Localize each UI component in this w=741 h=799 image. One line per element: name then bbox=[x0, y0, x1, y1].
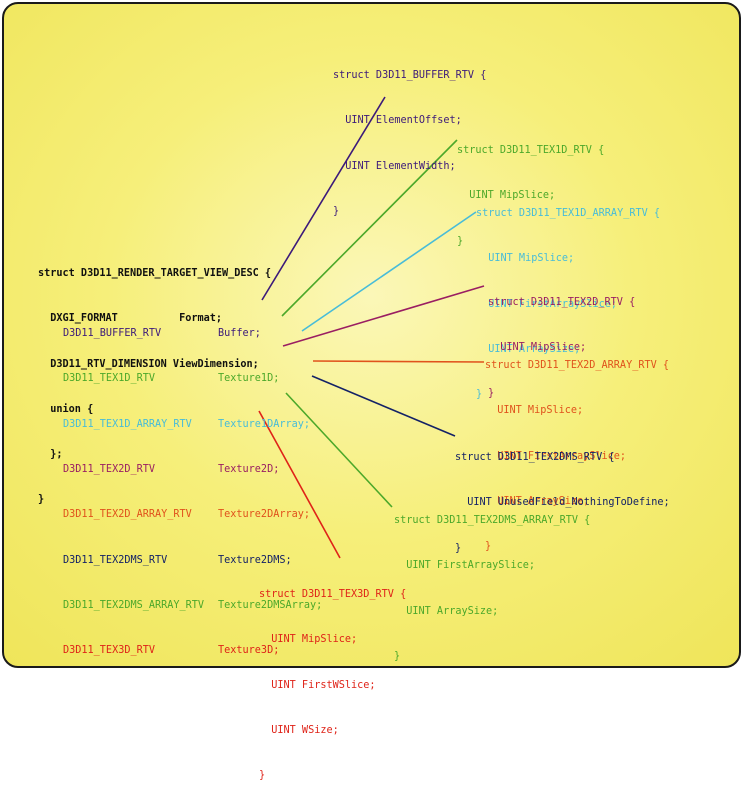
struct-line: UINT ElementWidth; bbox=[333, 160, 456, 172]
member-type-buffer: D3D11_BUFFER_RTV bbox=[63, 328, 162, 340]
member-name-tex1d-array: Texture1DArray; bbox=[218, 418, 311, 430]
struct-tex3d-rtv: struct D3D11_TEX3D_RTV { UINT MipSlice; … bbox=[259, 557, 406, 799]
struct-line: UINT UnusedField_NothingToDefine; bbox=[455, 497, 670, 509]
member-name-tex2d: Texture2D; bbox=[218, 464, 280, 476]
main-struct-line: }; bbox=[38, 449, 63, 461]
struct-tex2d-array-rtv: struct D3D11_TEX2D_ARRAY_RTV { UINT MipS… bbox=[485, 328, 669, 570]
struct-line: struct D3D11_TEX2DMS_ARRAY_RTV { bbox=[394, 515, 591, 527]
struct-line: UINT ElementOffset; bbox=[333, 115, 462, 127]
struct-line: } bbox=[455, 542, 462, 554]
struct-line: } bbox=[457, 235, 464, 247]
member-name-buffer: Buffer; bbox=[218, 328, 261, 340]
main-struct-header: struct D3D11_RENDER_TARGET_VIEW_DESC { D… bbox=[38, 236, 271, 432]
struct-line: struct D3D11_TEX2D_RTV { bbox=[488, 297, 636, 309]
struct-line: } bbox=[394, 651, 401, 663]
member-name-tex3d: Texture3D; bbox=[218, 645, 280, 657]
struct-tex2dms-array-rtv: struct D3D11_TEX2DMS_ARRAY_RTV { UINT Fi… bbox=[394, 483, 590, 679]
member-type-tex2dms-array: D3D11_TEX2DMS_ARRAY_RTV bbox=[63, 599, 205, 611]
member-name-tex2dms: Texture2DMS; bbox=[218, 554, 292, 566]
struct-line: UINT MipSlice; bbox=[259, 634, 358, 646]
struct-line: UINT MipSlice; bbox=[488, 342, 587, 354]
main-struct-line: DXGI_FORMAT Format; bbox=[38, 313, 223, 325]
union-member-types: D3D11_BUFFER_RTV D3D11_TEX1D_RTV D3D11_T… bbox=[63, 296, 204, 673]
struct-line: UINT FirstArraySlice; bbox=[394, 560, 536, 572]
struct-line: UINT FirstArraySlice; bbox=[476, 298, 618, 310]
struct-line: struct D3D11_TEX3D_RTV { bbox=[259, 589, 407, 601]
member-type-tex1d-array: D3D11_TEX1D_ARRAY_RTV bbox=[63, 418, 192, 430]
union-member-names: Buffer; Texture1D; Texture1DArray; Textu… bbox=[218, 296, 322, 673]
member-type-tex2d: D3D11_TEX2D_RTV bbox=[63, 464, 156, 476]
struct-line: struct D3D11_TEX1D_ARRAY_RTV { bbox=[476, 208, 661, 220]
struct-tex1d-rtv: struct D3D11_TEX1D_RTV { UINT MipSlice; … bbox=[457, 113, 604, 264]
main-struct-line: } bbox=[38, 494, 45, 506]
member-type-tex1d: D3D11_TEX1D_RTV bbox=[63, 373, 156, 385]
member-type-tex2d-array: D3D11_TEX2D_ARRAY_RTV bbox=[63, 509, 192, 521]
main-struct-closing: }; } bbox=[38, 417, 63, 523]
struct-line: UINT FirstArraySlice; bbox=[485, 450, 627, 462]
member-name-tex2dms-array: Texture2DMSArray; bbox=[218, 599, 323, 611]
struct-tex1d-array-rtv: struct D3D11_TEX1D_ARRAY_RTV { UINT MipS… bbox=[476, 176, 660, 418]
struct-buffer-rtv: struct D3D11_BUFFER_RTV { UINT ElementOf… bbox=[333, 38, 486, 234]
member-type-tex2dms: D3D11_TEX2DMS_RTV bbox=[63, 554, 168, 566]
member-name-tex2d-array: Texture2DArray; bbox=[218, 509, 311, 521]
struct-tex2d-rtv: struct D3D11_TEX2D_RTV { UINT MipSlice; … bbox=[488, 265, 635, 416]
struct-line: } bbox=[488, 387, 495, 399]
struct-line: } bbox=[259, 770, 266, 782]
struct-line: } bbox=[485, 541, 492, 553]
struct-tex2dms-rtv: struct D3D11_TEX2DMS_RTV { UINT UnusedFi… bbox=[455, 420, 670, 571]
member-type-tex3d: D3D11_TEX3D_RTV bbox=[63, 645, 156, 657]
struct-line: UINT MipSlice; bbox=[476, 253, 575, 265]
struct-line: struct D3D11_TEX1D_RTV { bbox=[457, 145, 605, 157]
member-name-tex1d: Texture1D; bbox=[218, 373, 280, 385]
struct-line: UINT MipSlice; bbox=[485, 405, 584, 417]
main-struct-line: union { bbox=[38, 404, 94, 416]
struct-line: struct D3D11_BUFFER_RTV { bbox=[333, 70, 487, 82]
struct-line: struct D3D11_TEX2DMS_RTV { bbox=[455, 452, 615, 464]
struct-line: } bbox=[333, 206, 340, 218]
struct-line: struct D3D11_TEX2D_ARRAY_RTV { bbox=[485, 360, 670, 372]
main-struct-line: struct D3D11_RENDER_TARGET_VIEW_DESC { bbox=[38, 268, 272, 280]
struct-line: UINT MipSlice; bbox=[457, 190, 556, 202]
struct-line: } bbox=[476, 389, 483, 401]
struct-line: UINT ArraySize; bbox=[476, 344, 581, 356]
struct-line: UINT ArraySize; bbox=[394, 605, 499, 617]
struct-line: UINT FirstWSlice; bbox=[259, 679, 376, 691]
main-struct-line: D3D11_RTV_DIMENSION ViewDimension; bbox=[38, 358, 259, 370]
struct-line: UINT WSize; bbox=[259, 725, 339, 737]
struct-line: UINT ArraySize; bbox=[485, 496, 590, 508]
